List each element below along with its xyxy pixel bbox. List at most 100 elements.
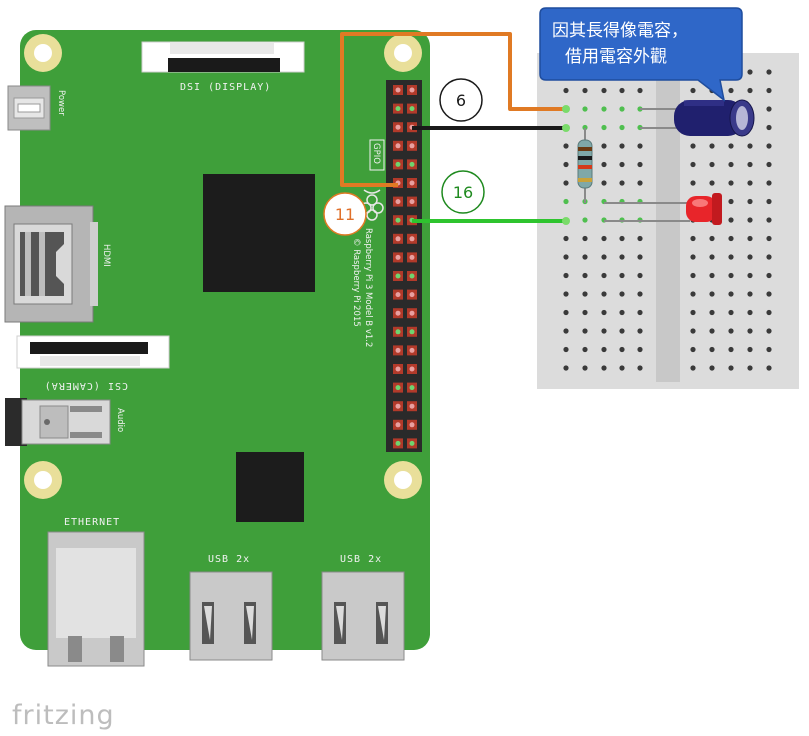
breadboard-hole: [747, 217, 753, 223]
breadboard-hole: [728, 309, 734, 316]
gpio-pin-hole: [409, 403, 415, 409]
breadboard-hole: [709, 254, 715, 260]
gpio-pin-hole: [395, 347, 401, 353]
raspberry-pi-board: Power DSI (DISPLAY) HDMI CSI (CAMER: [4, 30, 430, 667]
usb-label-1: USB 2x: [208, 554, 250, 565]
breadboard-hole: [637, 309, 643, 316]
gpio-pin-hole: [409, 106, 415, 112]
power-connector: [7, 85, 51, 131]
breadboard-hole: [582, 124, 588, 131]
gpio-pin-hole: [395, 236, 401, 242]
breadboard-hole: [766, 346, 772, 353]
model-line-1: Raspberry Pi 3 Model B v1.2: [363, 228, 373, 347]
breadboard-hole: [728, 235, 734, 242]
hdmi-connector: [4, 205, 98, 323]
wires: [340, 32, 570, 225]
breadboard-hole: [563, 309, 569, 316]
breadboard-hole: [728, 87, 734, 94]
breadboard-hole: [747, 143, 753, 149]
breadboard-hole: [747, 180, 753, 186]
breadboard-hole: [747, 254, 753, 260]
breadboard-hole: [619, 180, 625, 186]
breadboard-hole: [766, 69, 772, 75]
breadboard-hole: [747, 87, 753, 94]
breadboard-hole: [709, 272, 715, 279]
breadboard-hole: [582, 328, 588, 334]
breadboard-hole: [563, 272, 569, 279]
breadboard-hole: [637, 235, 643, 242]
breadboard-hole: [601, 309, 607, 316]
breadboard-hole: [582, 346, 588, 353]
gpio-pin-hole: [395, 385, 401, 391]
breadboard-hole: [766, 309, 772, 316]
breadboard-hole: [601, 328, 607, 334]
breadboard-hole: [582, 235, 588, 242]
breadboard-hole: [766, 198, 772, 205]
breadboard-hole: [637, 291, 643, 297]
breadboard-hole: [747, 291, 753, 297]
breadboard-hole: [747, 346, 753, 353]
breadboard-hole: [601, 365, 607, 371]
breadboard-hole: [766, 106, 772, 112]
breadboard-hole: [728, 365, 734, 371]
breadboard-hole: [619, 365, 625, 371]
breadboard-hole: [619, 346, 625, 353]
breadboard-hole: [709, 143, 715, 149]
gpio-pin-hole: [395, 310, 401, 316]
breadboard-hole: [728, 346, 734, 353]
cpu-chip: [203, 174, 315, 292]
breadboard-hole: [582, 254, 588, 260]
breadboard-hole: [563, 143, 569, 149]
gpio-pin-hole: [409, 385, 415, 391]
breadboard-hole: [563, 254, 569, 260]
breadboard-hole: [563, 87, 569, 94]
mounting-hole: [24, 34, 62, 72]
gpio-pin-hole: [395, 329, 401, 335]
breadboard-hole: [601, 346, 607, 353]
breadboard-hole: [637, 254, 643, 260]
gpio-pin-hole: [395, 422, 401, 428]
breadboard-hole: [690, 161, 696, 168]
gpio-pin-hole: [409, 347, 415, 353]
callout-line-1: 因其長得像電容，: [552, 21, 688, 41]
breadboard-hole: [709, 291, 715, 297]
breadboard-hole: [619, 291, 625, 297]
ethernet-label: ETHERNET: [64, 517, 120, 528]
breadboard-hole: [582, 87, 588, 94]
breadboard-hole: [637, 328, 643, 334]
usb-ethernet-chip: [236, 452, 304, 522]
breadboard-hole: [690, 309, 696, 316]
breadboard-hole: [601, 272, 607, 279]
ethernet-port: [47, 531, 145, 667]
callout-line-2: 借用電容外觀: [565, 47, 667, 67]
breadboard-hole: [747, 309, 753, 316]
breadboard-hole: [582, 217, 588, 223]
breadboard-hole: [766, 254, 772, 260]
power-label: Power: [56, 90, 66, 116]
breadboard-hole: [601, 106, 607, 112]
breadboard-hole: [728, 328, 734, 334]
breadboard-hole: [747, 365, 753, 371]
breadboard-hole: [709, 161, 715, 168]
breadboard-hole: [709, 235, 715, 242]
gpio-pin-hole: [395, 106, 401, 112]
breadboard-hole: [709, 180, 715, 186]
gpio-pin-hole: [409, 329, 415, 335]
breadboard-hole: [601, 124, 607, 131]
gpio-pin-hole: [409, 87, 415, 93]
breadboard-hole: [709, 309, 715, 316]
breadboard-hole: [619, 235, 625, 242]
mounting-hole: [384, 34, 422, 72]
gpio-pin-hole: [395, 161, 401, 167]
breadboard-hole: [728, 180, 734, 186]
gpio-pin-hole: [395, 124, 401, 130]
mounting-hole: [384, 461, 422, 499]
breadboard-hole: [563, 198, 569, 205]
breadboard-hole: [601, 143, 607, 149]
pin-16-marker: 16: [441, 170, 485, 214]
breadboard-hole: [637, 272, 643, 279]
breadboard-hole: [690, 291, 696, 297]
gpio-pin-hole: [395, 254, 401, 260]
breadboard-hole: [728, 254, 734, 260]
